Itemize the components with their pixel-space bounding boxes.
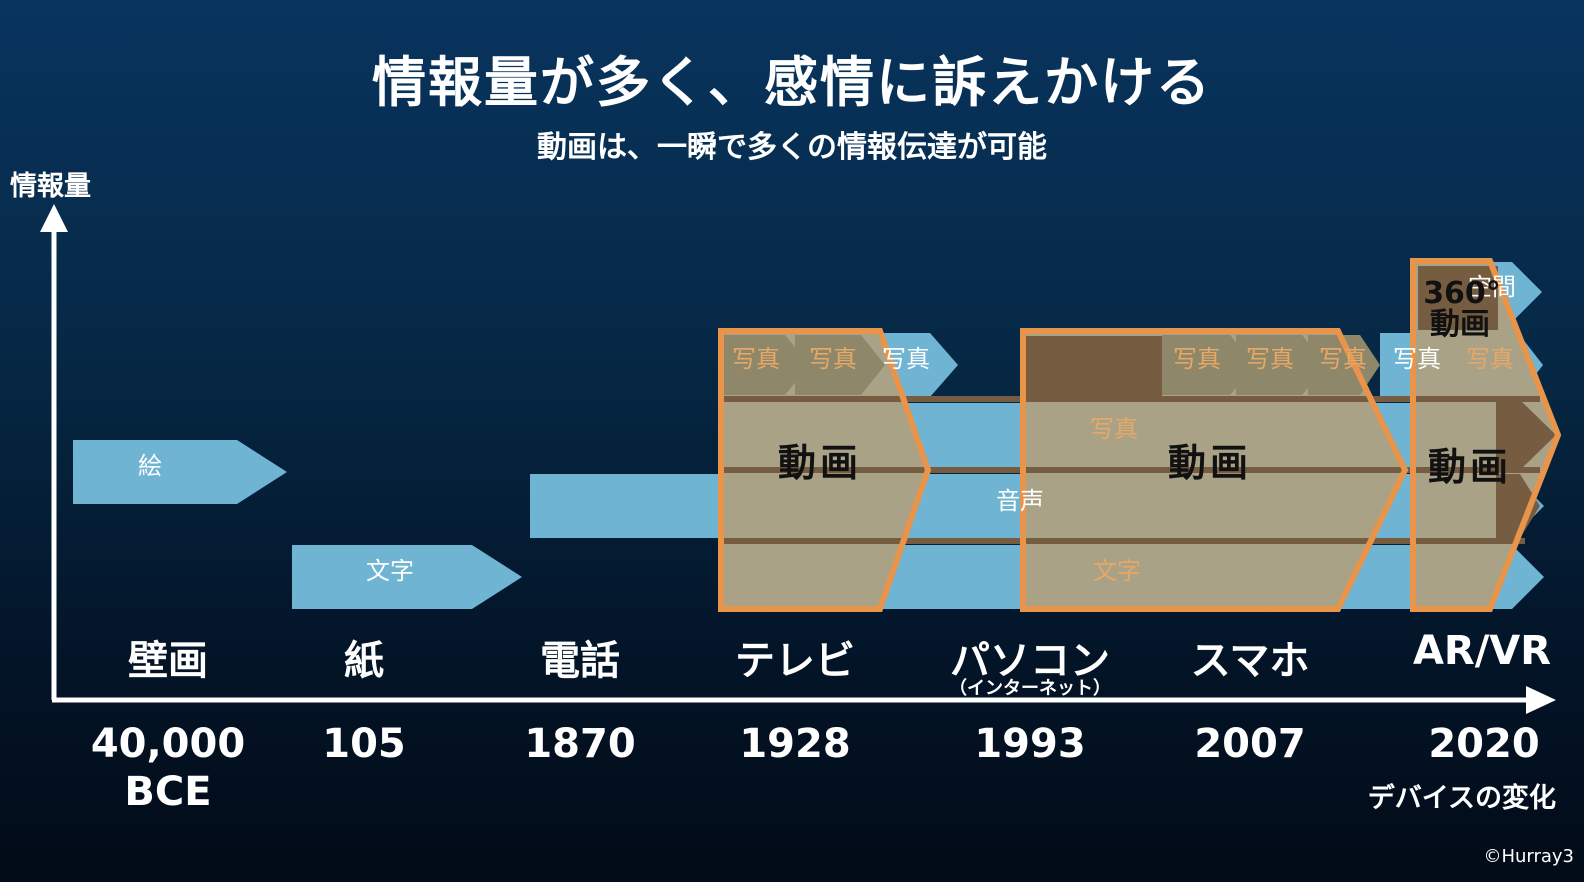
picture-arrow: [73, 440, 287, 504]
year-line1: 2007: [1194, 721, 1306, 767]
tv-photo-arrow-1: [723, 335, 809, 395]
pc-brown-block: [1026, 336, 1162, 398]
year-line1: 2020: [1428, 721, 1540, 767]
photo-label-arvr-1: 写真: [1393, 345, 1441, 373]
arvr-frame: [1410, 258, 1562, 612]
page-subtitle: 動画は、一瞬で多くの情報伝達が可能: [537, 130, 1047, 165]
pc-frame: [1020, 328, 1409, 612]
space-label: 空間: [1468, 273, 1516, 301]
video-label-tv: 動画: [778, 441, 862, 485]
video-label-pc: 動画: [1168, 441, 1252, 485]
photo-label-pc-3: 写真: [1319, 345, 1367, 373]
text-arrow: [292, 545, 522, 609]
year-label-pc: 1993: [974, 720, 1085, 768]
photo-label-pc-1: 写真: [1173, 345, 1221, 373]
video-label-arvr: 動画: [1428, 445, 1512, 489]
arvr-brown-tail: [1496, 400, 1556, 470]
photo-label-pc-2: 写真: [1246, 345, 1294, 373]
y-axis-label: 情報量: [10, 171, 91, 202]
year-label-smartphone: 2007: [1194, 720, 1305, 768]
tv-photo-arrow-2: [795, 335, 885, 395]
device-sublabel-internet: （インターネット）: [949, 678, 1111, 699]
text-label-pc: 文字: [1093, 557, 1141, 585]
device-label-arvr: AR/VR: [1412, 628, 1552, 674]
pc-photo-arrow-1: [1162, 335, 1255, 395]
year-line1: 40,000: [90, 721, 246, 767]
tv-frame: [718, 328, 932, 612]
photo-label-arvr-2: 写真: [1466, 345, 1514, 373]
x-axis-arrowhead: [1526, 686, 1556, 714]
year-label-arvr: 2020: [1428, 720, 1539, 768]
x-axis-label: デバイスの変化: [1367, 783, 1556, 814]
picture-label: 絵: [138, 452, 162, 480]
audio-label: 音声: [996, 487, 1044, 515]
pc-photo-arrow-2: [1236, 335, 1327, 395]
year-line1: 1928: [739, 721, 851, 767]
photo-label-tv-1: 写真: [732, 345, 780, 373]
arvr-brown-tail: [1496, 474, 1540, 538]
year-label-tv: 1928: [739, 720, 850, 768]
page-title: 情報量が多く、感情に訴えかける: [372, 51, 1212, 114]
year-line1: 105: [322, 721, 406, 767]
year-line1: 1993: [974, 721, 1086, 767]
y-axis-arrowhead: [40, 204, 68, 232]
video360-label-line2: 動画: [1430, 307, 1490, 342]
year-label-paper: 105: [322, 720, 406, 768]
video360-label-line1: 360°: [1423, 276, 1501, 311]
copyright: ©Hurray3: [1483, 846, 1574, 867]
device-label-telephone: 電話: [540, 638, 620, 684]
year-label-mural: 40,000 BCE: [91, 720, 245, 816]
arvr-360-block: [1418, 266, 1498, 330]
device-label-tv: テレビ: [735, 638, 855, 684]
device-label-smartphone: スマホ: [1190, 638, 1310, 684]
photo-label-tv-2: 写真: [809, 345, 857, 373]
year-line1: 1870: [524, 721, 636, 767]
device-label-pc: パソコン: [950, 638, 1110, 684]
year-label-telephone: 1870: [524, 720, 635, 768]
year-line2: BCE: [124, 769, 212, 815]
device-label-paper: 紙: [344, 638, 384, 684]
photo-label-tv-3: 写真: [882, 345, 930, 373]
text-label: 文字: [366, 557, 414, 585]
device-label-mural: 壁画: [128, 638, 208, 684]
photo-label-pc-band: 写真: [1090, 415, 1138, 443]
